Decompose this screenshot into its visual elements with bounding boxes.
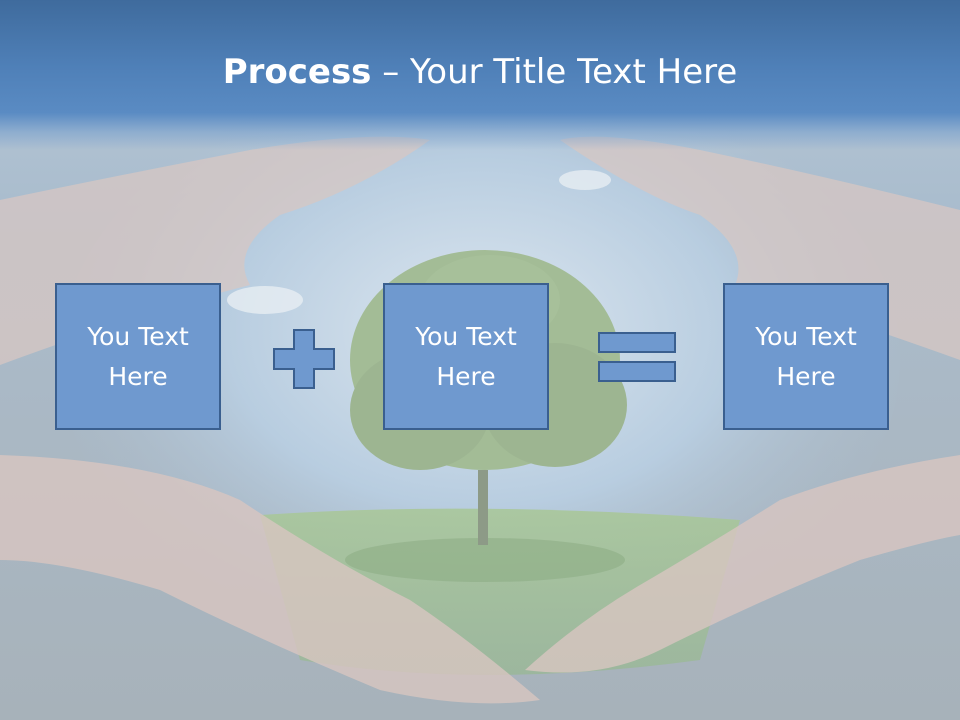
process-box-2-label: You Text Here <box>415 321 517 391</box>
process-box-1-label: You Text Here <box>87 321 189 391</box>
process-box-2[interactable]: You Text Here <box>383 283 549 430</box>
process-box-1[interactable]: You Text Here <box>55 283 221 430</box>
title-bar <box>0 0 960 150</box>
title-bold-word: Process <box>222 52 372 92</box>
title-rest: – Your Title Text Here <box>371 52 738 92</box>
process-box-3[interactable]: You Text Here <box>723 283 889 430</box>
slide-title[interactable]: Process – Your Title Text Here <box>0 52 960 92</box>
equals-icon <box>598 332 676 382</box>
process-box-3-label: You Text Here <box>755 321 857 391</box>
plus-icon <box>273 329 335 389</box>
